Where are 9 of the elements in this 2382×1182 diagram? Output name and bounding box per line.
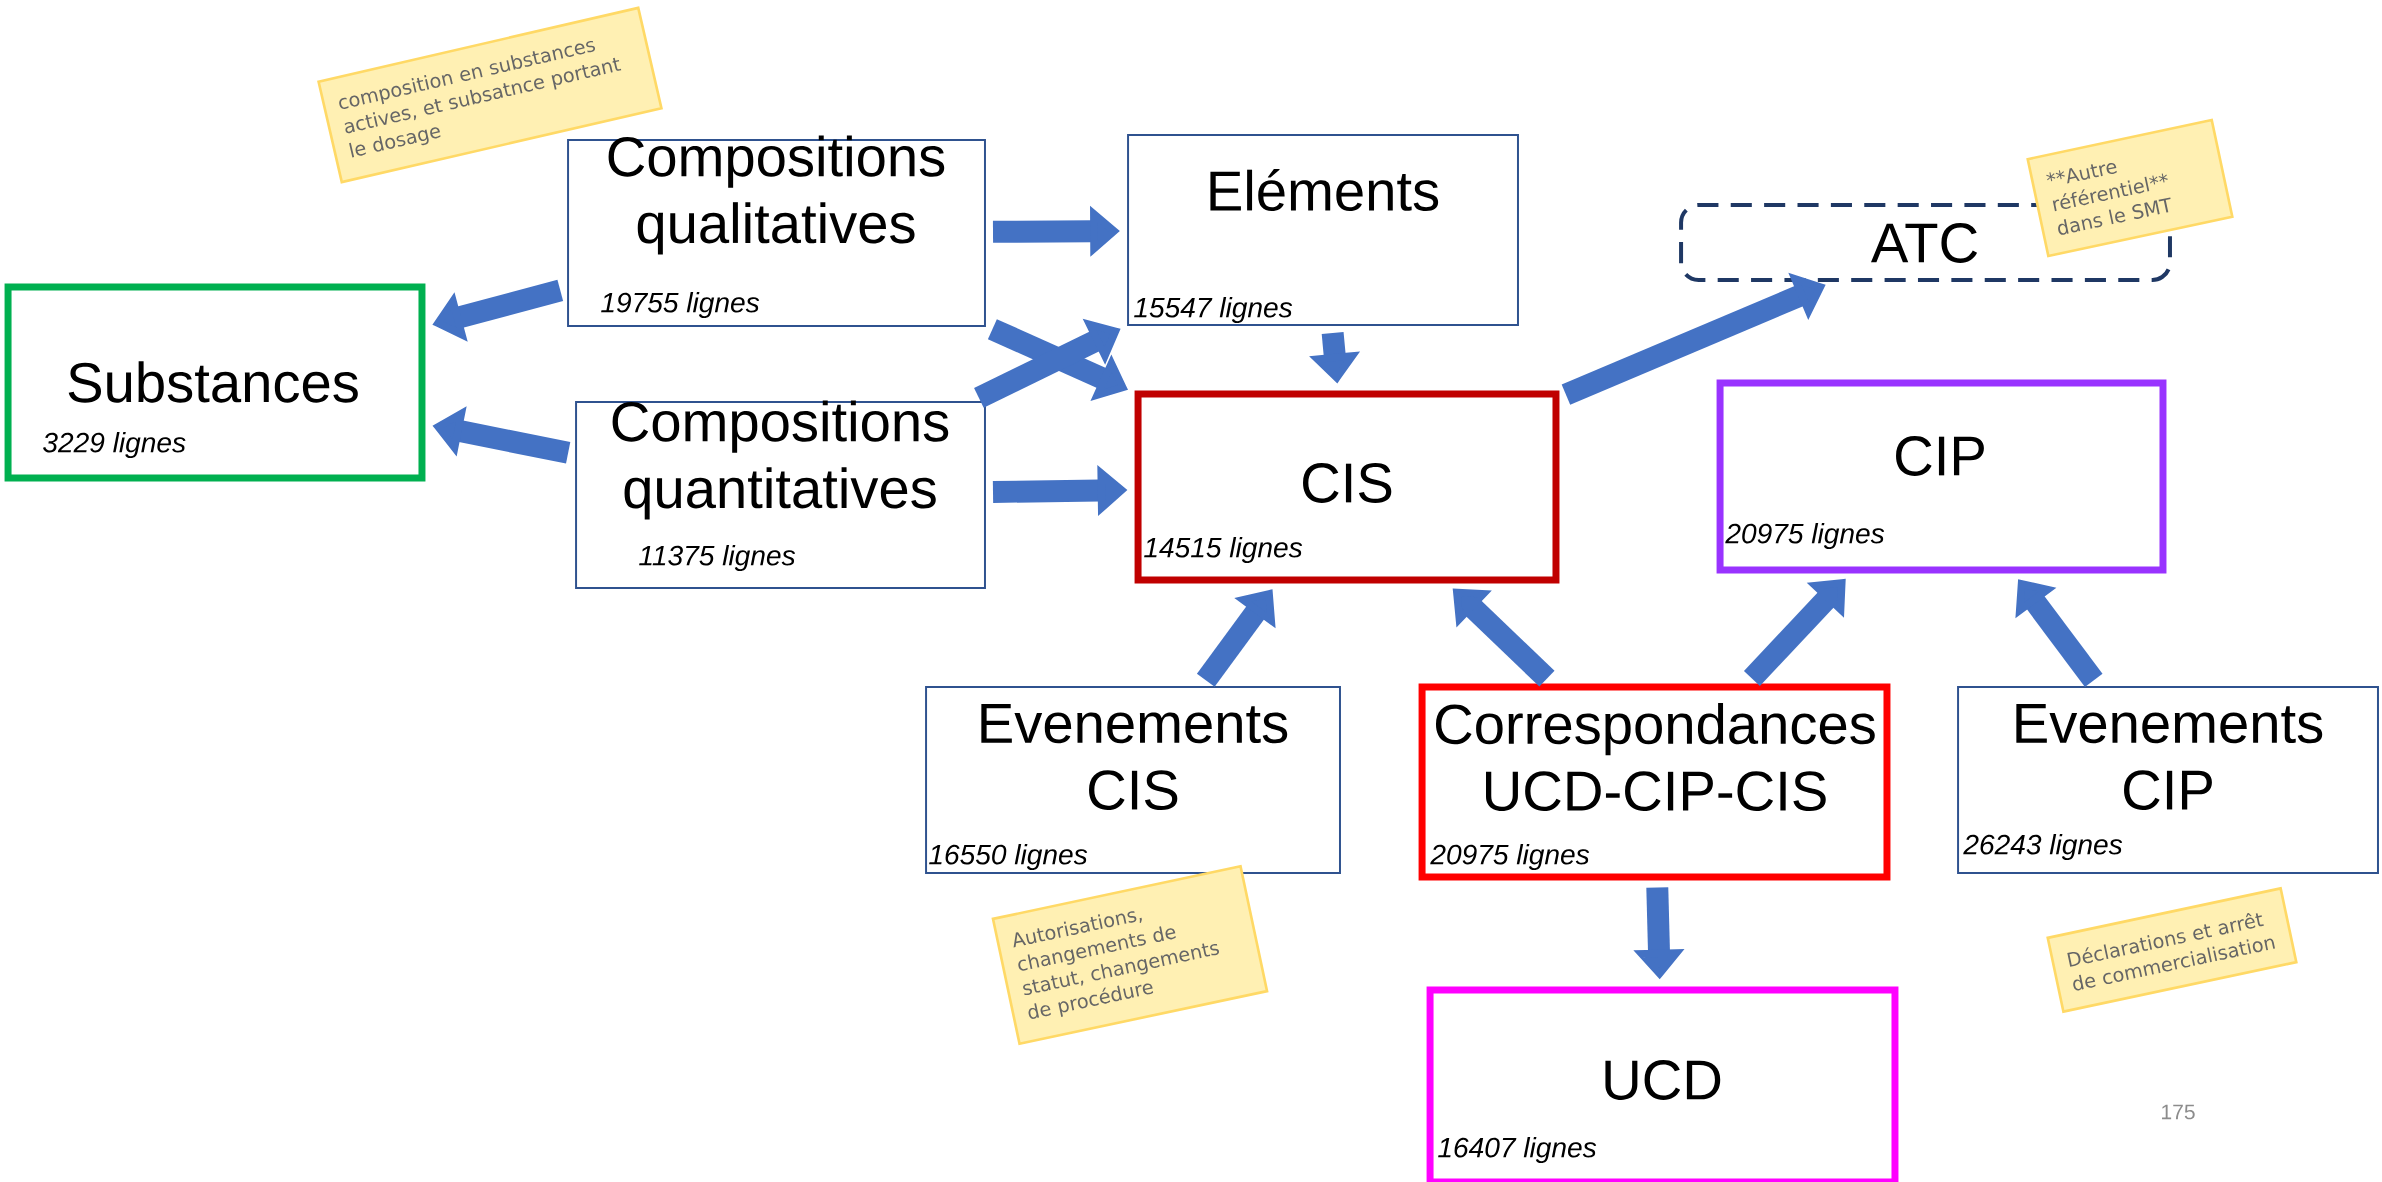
line-count: 26243 lignes <box>1963 833 2123 861</box>
line-count: 3229 lignes <box>43 431 186 459</box>
line-count: 15547 lignes <box>1134 296 1293 324</box>
line-count: 20975 lignes <box>1430 843 1590 871</box>
line-count: 20975 lignes <box>1725 522 1885 550</box>
line-count: 16407 lignes <box>1438 1136 1597 1164</box>
line-count: 11375 lignes <box>639 544 796 572</box>
page-number: 175 <box>2162 1104 2195 1120</box>
line-count: 14515 lignes <box>1144 536 1303 564</box>
